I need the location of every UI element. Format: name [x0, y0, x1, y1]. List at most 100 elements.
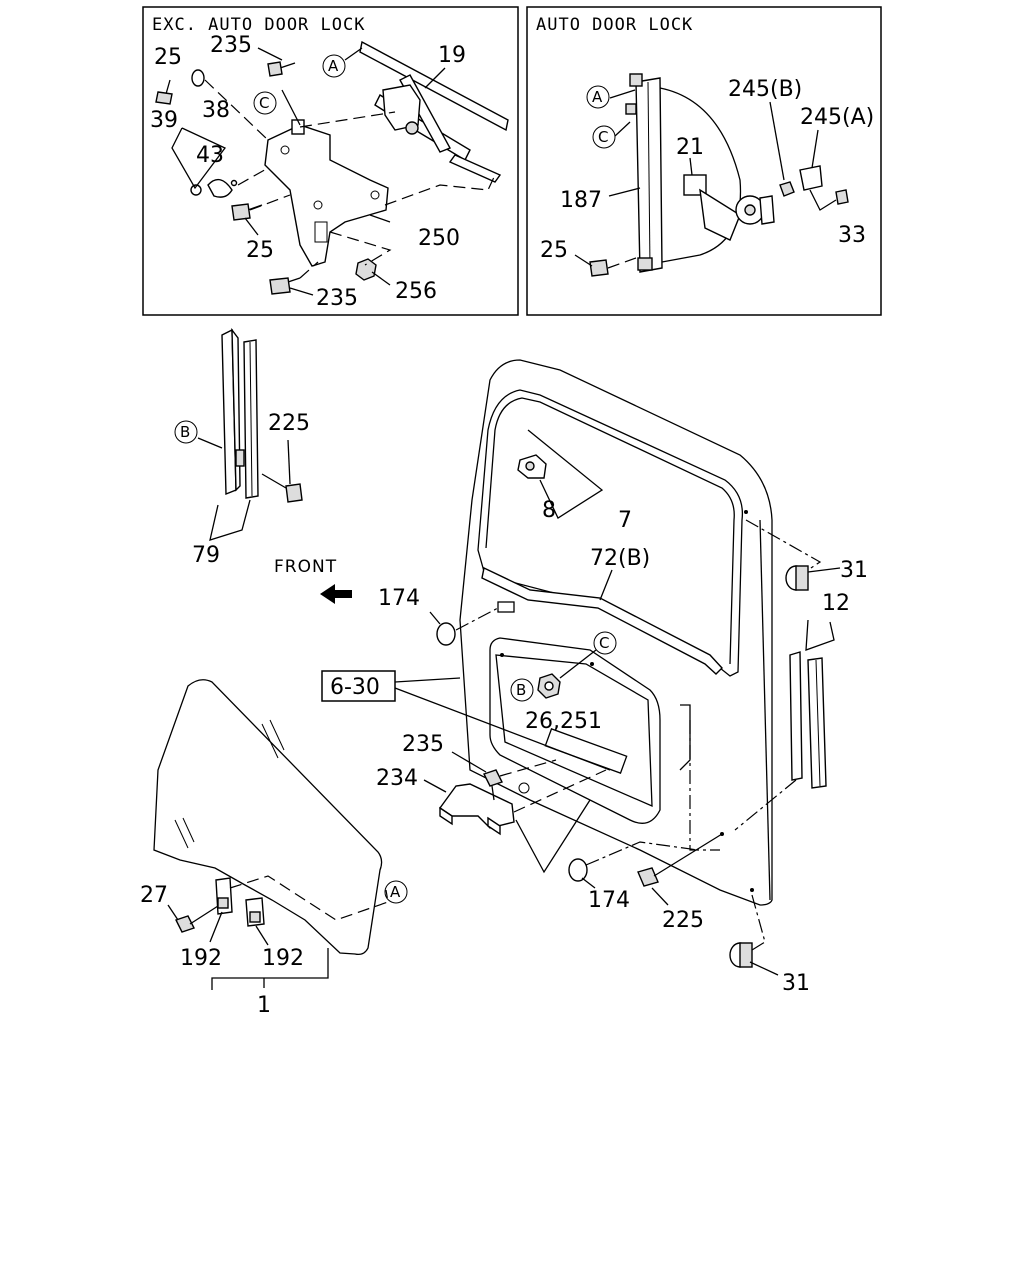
leader-192-right	[255, 925, 269, 946]
regulator-lower-arm	[448, 154, 502, 183]
circle-label-B-main: B	[510, 678, 534, 702]
label-25-inset2: 25	[540, 238, 568, 263]
part-39-43	[190, 178, 238, 198]
leader-245a	[811, 129, 819, 169]
dash-bolt-rail	[607, 257, 637, 269]
label-33: 33	[838, 223, 866, 248]
leader-235	[257, 47, 283, 61]
label-front: FRONT	[274, 557, 337, 577]
label-31-top: 31	[840, 558, 868, 583]
dash-stopper-top	[745, 519, 822, 571]
washer-38	[191, 69, 205, 87]
circle-label-C-inset1: C	[253, 91, 277, 115]
leader-31-bottom	[749, 961, 779, 976]
inset-header-auto: AUTO DOOR LOCK	[536, 15, 693, 35]
stopper-31-top	[785, 565, 809, 591]
svg-text:C: C	[259, 94, 269, 112]
leader-256	[371, 271, 391, 286]
label-21: 21	[676, 135, 704, 160]
rail-top-clip	[629, 73, 643, 87]
dash-plug-top	[455, 607, 499, 631]
leader-72b	[599, 569, 613, 601]
dash-line-256	[329, 231, 392, 266]
circle-label-A-inset2: A	[586, 85, 610, 109]
label-12: 12	[822, 591, 850, 616]
stopper-31-bottom	[729, 942, 753, 968]
label-79: 79	[192, 543, 220, 568]
dash-line-43	[237, 167, 269, 186]
leader-A2	[609, 89, 636, 99]
leader-12	[805, 619, 835, 651]
leader-C-nut	[559, 649, 597, 679]
leader-174-top	[429, 611, 441, 625]
door-window-glass	[153, 679, 383, 956]
leader-630-b	[394, 687, 611, 771]
part-245a	[799, 165, 823, 191]
label-8: 8	[542, 498, 556, 523]
label-245a: 245(A)	[800, 105, 874, 130]
nut-26-251	[537, 673, 561, 699]
svg-text:A: A	[390, 883, 401, 901]
regulator-cable	[659, 87, 742, 263]
leader-187	[608, 187, 641, 197]
label-192-right: 192	[262, 946, 304, 971]
door-panel	[459, 359, 773, 906]
plate-hole	[280, 145, 290, 155]
label-38: 38	[202, 98, 230, 123]
rear-glass-channel	[789, 651, 827, 789]
regulator-pivot	[405, 121, 419, 135]
circle-label-A-inset1: A	[322, 54, 346, 78]
label-39: 39	[150, 108, 178, 133]
dash-line-235	[299, 261, 319, 279]
label-250: 250	[418, 226, 460, 251]
plate-hole-3	[370, 190, 380, 200]
front-direction-arrow	[320, 584, 352, 604]
leader-B-channel	[197, 437, 223, 449]
ref-box-6-30[interactable]: 6-30	[321, 670, 396, 702]
bolt-27	[175, 905, 219, 933]
leader-25-2	[574, 254, 593, 267]
circle-label-C-inset2: C	[592, 125, 616, 149]
plug-hole-top	[497, 601, 515, 613]
leader-234	[423, 779, 447, 793]
label-27: 27	[140, 883, 168, 908]
svg-text:A: A	[328, 57, 339, 75]
plug-174-bottom	[568, 858, 588, 882]
circle-label-C-main: C	[593, 631, 617, 655]
bolt-235-bottom	[269, 277, 301, 295]
label-256: 256	[395, 279, 437, 304]
label-235-main: 235	[402, 732, 444, 757]
regulator-base-plate	[264, 124, 389, 267]
label-25-mid: 25	[246, 238, 274, 263]
plate-slot	[314, 221, 328, 243]
bracket-234	[439, 783, 515, 836]
dash-rear-channel	[734, 779, 797, 831]
label-72b: 72(B)	[590, 546, 650, 571]
leader-250	[369, 214, 391, 223]
bolt-225-channel	[261, 473, 303, 503]
plate-hole-2	[313, 200, 323, 210]
leader-1-bracket	[211, 948, 329, 990]
label-192-left: 192	[180, 946, 222, 971]
svg-text:A: A	[592, 88, 603, 106]
dash-line-washer	[204, 79, 269, 141]
leader-174-bottom	[581, 877, 596, 889]
label-245b: 245(B)	[728, 77, 802, 102]
inset-exc-auto-door-lock: EXC. AUTO DOOR LOCK	[142, 6, 519, 316]
label-1: 1	[257, 993, 271, 1018]
leader-27	[167, 904, 179, 921]
glass-holder-192-left	[215, 877, 233, 915]
label-187: 187	[560, 188, 602, 213]
bolt-235-main	[483, 769, 503, 801]
leader-225-top	[287, 439, 291, 485]
bolt-25-top	[155, 79, 173, 105]
leader-79	[209, 499, 251, 541]
dash-glass-to-A	[229, 875, 389, 921]
leader-235b	[289, 287, 314, 296]
leader-235-main	[451, 751, 487, 773]
svg-text:C: C	[599, 634, 609, 652]
svg-text:B: B	[516, 681, 526, 699]
part-245b	[779, 181, 795, 197]
rail-mid-clip	[625, 103, 637, 115]
